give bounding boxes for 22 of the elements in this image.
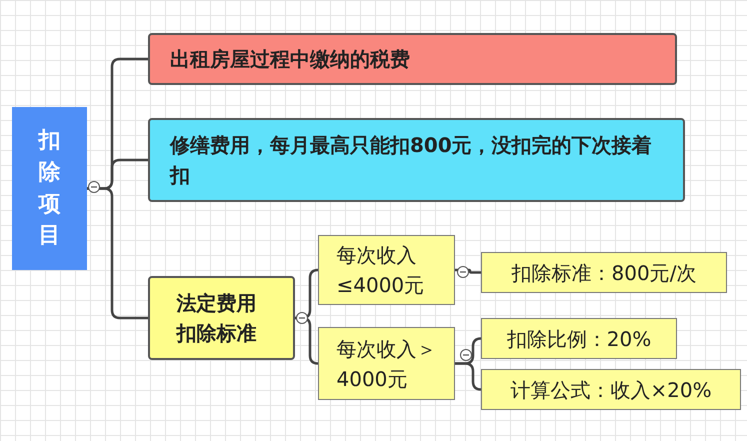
node-text: 扣除标准：800元/次 (512, 260, 696, 286)
node-text: 出租房屋过程中缴纳的税费 (170, 46, 410, 73)
subtopic-box (318, 235, 455, 305)
node-text: 计算公式：收入×20% (510, 376, 712, 404)
leaf-box (481, 252, 727, 293)
node-text: 扣除比例：20% (506, 326, 652, 352)
leaf-box (481, 318, 677, 359)
connector-line (87, 187, 148, 320)
node-text: 法定费用扣除标准 (176, 290, 258, 347)
connector-line (295, 316, 320, 365)
leaf-box (481, 369, 741, 410)
topic-box (148, 276, 295, 360)
root-box (12, 107, 87, 270)
topic-box (148, 33, 677, 85)
connector-line (455, 268, 481, 274)
connector-line (455, 362, 482, 391)
node-text: 每次收入≤4000元 (336, 242, 426, 299)
node-text: 每次收入＞4000元 (336, 336, 436, 392)
node-text: 修缮费用，每月最高只能扣800元，没扣完的下次接着扣 (170, 132, 653, 189)
node-text: 扣除项目 (38, 126, 60, 250)
subtopic-box (318, 327, 455, 400)
topic-box (148, 118, 685, 202)
